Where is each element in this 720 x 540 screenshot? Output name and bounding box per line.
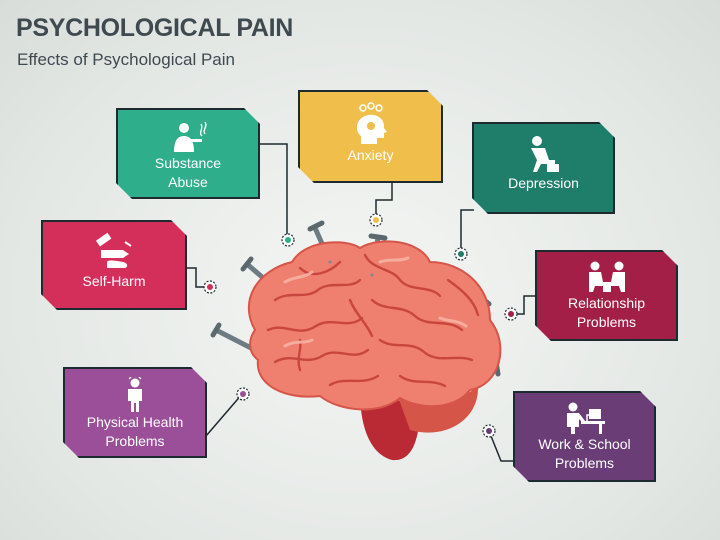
effect-label-line1: Depression	[508, 175, 579, 191]
page-subtitle: Effects of Psychological Pain	[17, 50, 235, 69]
effect-label-line1: Physical Health	[86, 414, 184, 430]
dot-self-harm	[203, 280, 217, 294]
dot-anxiety	[369, 213, 383, 227]
nail	[210, 322, 256, 352]
effect-label-line2: Problems	[576, 314, 637, 330]
connectors	[186, 143, 536, 462]
dot-relationship	[504, 307, 518, 321]
effect-card-physical-health-problems[interactable]: Physical Health Problems	[63, 367, 207, 458]
razor-hand-icon	[93, 232, 135, 272]
arguing-couple-icon	[585, 260, 629, 294]
connector-self-harm	[186, 267, 209, 288]
connector-anxiety	[375, 182, 393, 220]
effect-label-line1: Relationship	[567, 295, 646, 311]
connector-substance-abuse	[260, 143, 288, 240]
brain-with-nails-icon	[210, 220, 502, 461]
effect-label-line1: Anxiety	[347, 147, 394, 163]
effect-label-line1: Work & School	[538, 436, 631, 452]
connector-physical-health	[205, 392, 244, 437]
effect-label-line2: Abuse	[168, 174, 208, 190]
dot-depression	[454, 247, 468, 261]
desk-worker-icon	[563, 401, 607, 435]
effect-card-relationship-problems[interactable]: Relationship Problems	[535, 250, 678, 341]
stressed-person-icon	[123, 377, 147, 413]
effect-label-line1: Substance	[154, 155, 222, 171]
sad-person-icon	[525, 134, 563, 174]
effect-label-line2: Problems	[554, 455, 615, 471]
head-gears-icon	[351, 102, 391, 146]
connector-work-school	[488, 430, 513, 462]
smoking-person-icon	[168, 120, 208, 154]
effect-label-line1: Self-Harm	[82, 273, 146, 289]
dot-work-school	[482, 424, 496, 438]
effect-card-anxiety[interactable]: Anxiety	[298, 90, 443, 183]
effect-card-depression[interactable]: Depression	[472, 122, 615, 214]
connector-dots	[203, 213, 518, 438]
dot-physical-health	[236, 387, 250, 401]
effect-card-substance-abuse[interactable]: Substance Abuse	[116, 108, 260, 199]
effect-label-line2: Problems	[105, 433, 165, 449]
effect-card-work-school-problems[interactable]: Work & School Problems	[513, 391, 656, 482]
connector-relationship	[512, 295, 536, 315]
dot-substance-abuse	[281, 233, 295, 247]
nail-tips	[328, 260, 374, 277]
page-title: PSYCHOLOGICAL PAIN	[16, 14, 294, 42]
effect-card-self-harm[interactable]: Self-Harm	[41, 220, 187, 310]
connector-depression	[460, 209, 474, 254]
